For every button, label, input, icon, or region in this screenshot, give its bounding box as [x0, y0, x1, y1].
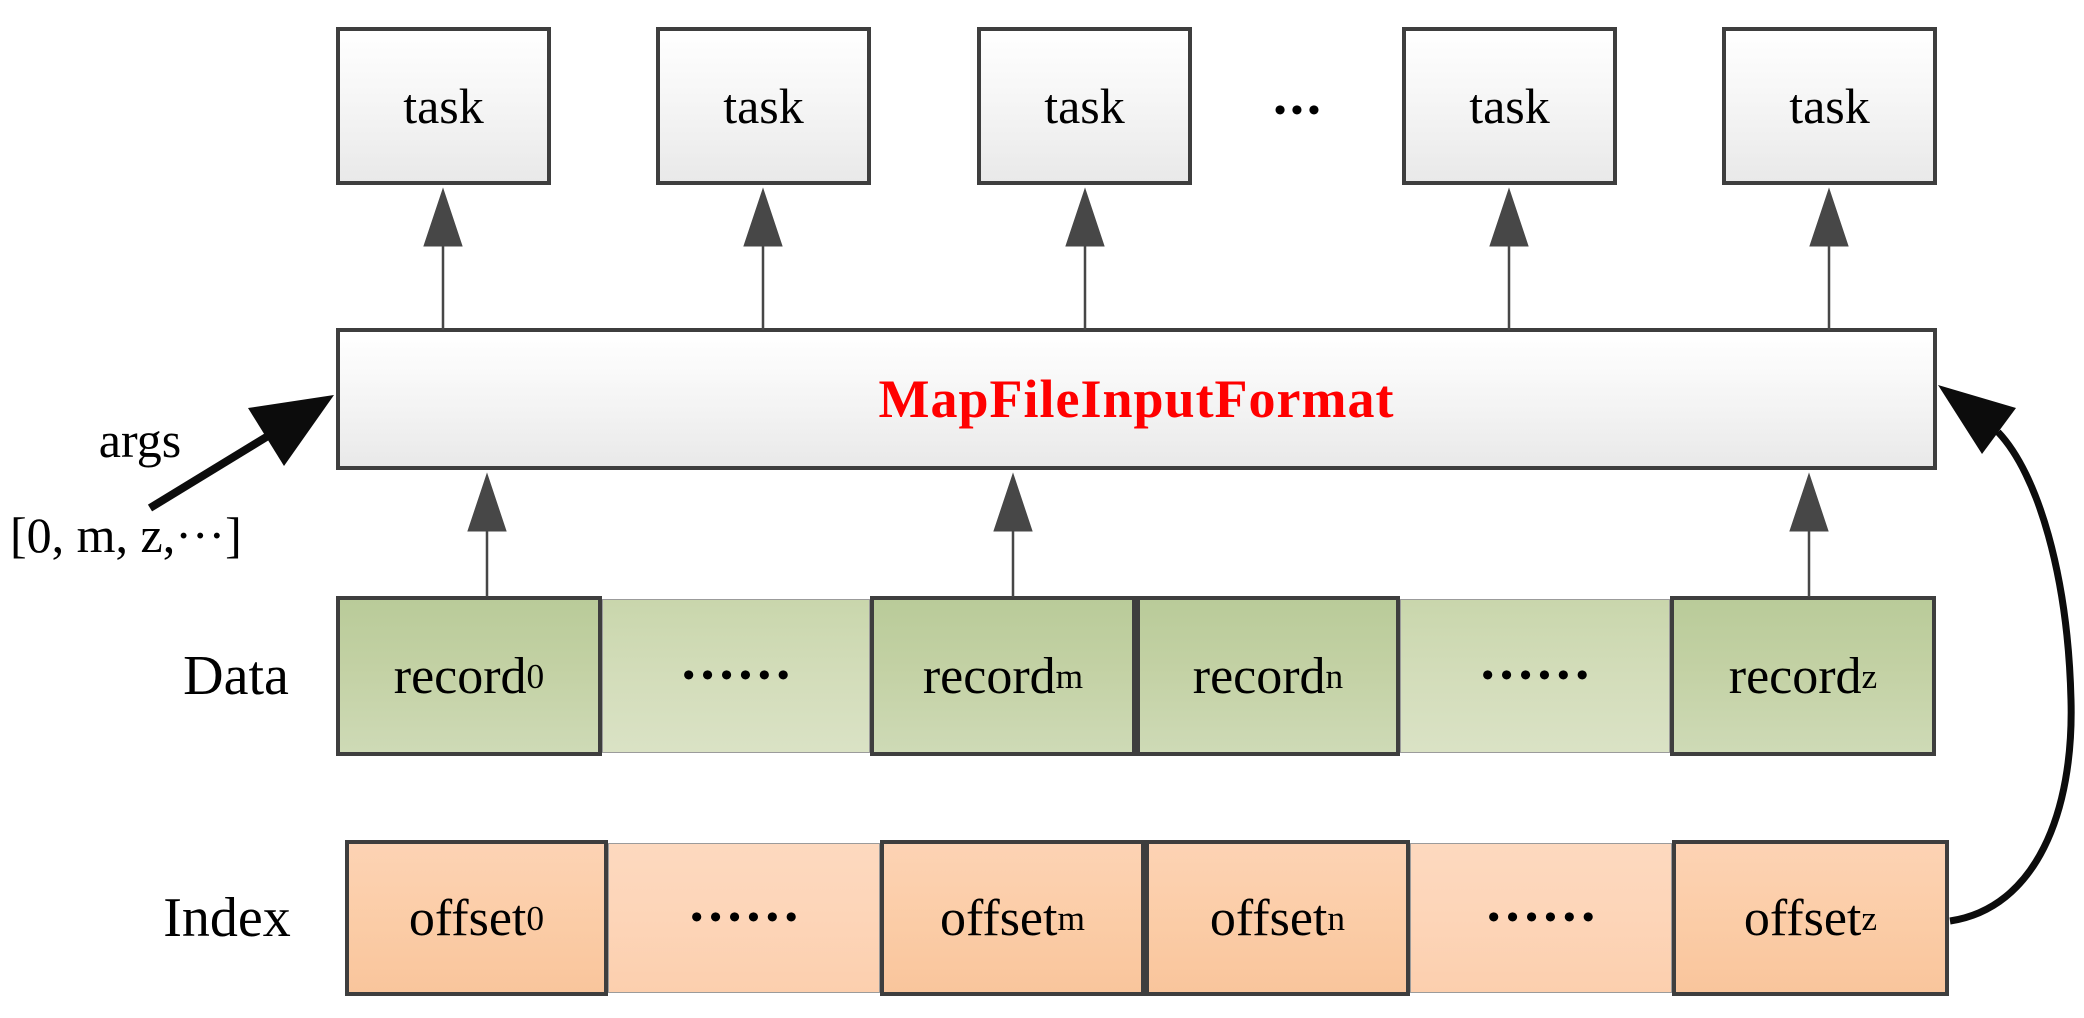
ellipsis-dots: ••••••	[1487, 899, 1602, 936]
offset-sub: z	[1861, 898, 1878, 938]
task-label: task	[1469, 78, 1550, 134]
task-arrow-3	[1065, 187, 1105, 330]
data-row-label: Data	[183, 645, 289, 707]
bar-label: MapFileInputFormat	[878, 369, 1395, 429]
data-arrow-2	[993, 472, 1033, 597]
task-box-5: task	[1722, 27, 1944, 192]
record-base: record	[922, 647, 1056, 705]
task-arrow-4	[1489, 187, 1529, 330]
tasks-ellipsis: •••	[1274, 92, 1325, 129]
index-cell-ellipsis-2: ••••••	[1410, 843, 1682, 1003]
data-cell-ellipsis-1: ••••••	[602, 599, 880, 763]
args-value: [0, m, z,···]	[10, 507, 242, 563]
record-base: record	[1192, 647, 1326, 705]
offset-sub: m	[1057, 898, 1085, 938]
task-arrow-5	[1809, 187, 1849, 330]
data-to-bar-arrows	[467, 472, 1829, 597]
offset-base: offset	[1743, 889, 1862, 947]
data-cell-ellipsis-2: ••••••	[1400, 599, 1680, 763]
index-cell-ellipsis-1: ••••••	[608, 843, 890, 1003]
offsetz-to-bar-curve-arrow	[1938, 385, 2075, 925]
task-label: task	[403, 78, 484, 134]
offset-base: offset	[1209, 889, 1328, 947]
task-label: task	[723, 78, 804, 134]
offset-sub: n	[1327, 898, 1346, 938]
mapfileinputformat-bar: MapFileInputFormat	[336, 328, 1944, 477]
ellipsis-dots: ••••••	[1481, 657, 1596, 694]
task-label: task	[1044, 78, 1125, 134]
index-row-label: Index	[163, 887, 291, 949]
task-box-3: task	[977, 27, 1199, 192]
record-base: record	[1728, 647, 1862, 705]
record-sub: n	[1325, 656, 1344, 696]
data-arrow-3	[1789, 472, 1829, 597]
task-arrow-2	[743, 187, 783, 330]
bar-to-task-arrows	[423, 187, 1849, 330]
offset-sub: 0	[526, 898, 545, 938]
record-base: record	[393, 647, 527, 705]
ellipsis-dots: ••••••	[682, 657, 797, 694]
task-arrow-1	[423, 187, 463, 330]
offset-base: offset	[408, 889, 527, 947]
task-box-1: task	[336, 27, 558, 192]
record-sub: 0	[526, 656, 545, 696]
record-sub: z	[1861, 656, 1878, 696]
task-box-2: task	[656, 27, 878, 192]
offset-base: offset	[940, 889, 1058, 947]
ellipsis-dots: ••••••	[690, 899, 805, 936]
record-sub: m	[1055, 656, 1084, 696]
task-label: task	[1789, 78, 1870, 134]
data-arrow-1	[467, 472, 507, 597]
args-label: args	[98, 412, 182, 468]
task-box-4: task	[1402, 27, 1624, 192]
